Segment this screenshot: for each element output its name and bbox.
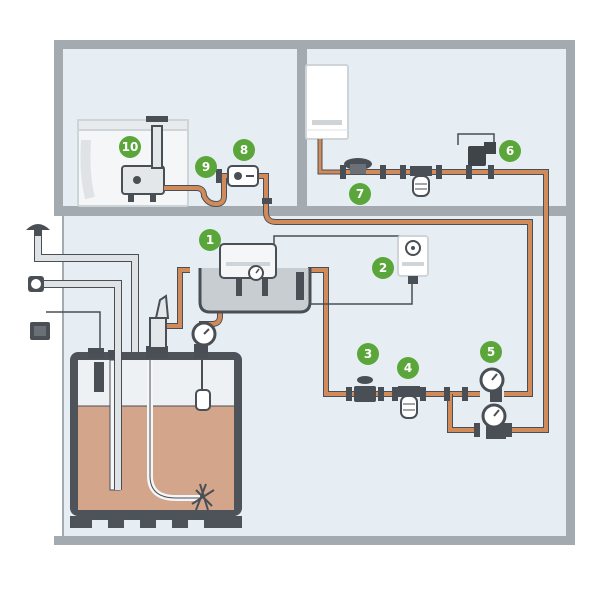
badge-vent-hose: 9 [195, 156, 217, 178]
badge-circle [372, 257, 394, 279]
badge-circle [233, 139, 255, 161]
badge-circle [199, 229, 221, 251]
pressure-gauge [481, 403, 507, 439]
badge-circle [349, 183, 371, 205]
pressure-regulator [344, 158, 372, 174]
fill-coupling [28, 276, 44, 292]
tank-top-fittings [88, 294, 217, 358]
room-upper-right [307, 49, 566, 206]
badge-number: 10 [122, 140, 139, 154]
badge-layer: 1 2 3 4 5 6 7 8 9 10 [119, 136, 521, 379]
badge-number: 6 [506, 144, 514, 158]
badge-circle [499, 140, 521, 162]
badge-fuel-deaerator: 1 [199, 229, 221, 251]
badge-circle [480, 341, 502, 363]
badge-oil-pump-unit: 10 [119, 136, 141, 158]
oil-filter-upper [410, 166, 432, 197]
fill-and-vent-pipes [34, 230, 139, 490]
leak-detector-alarm [397, 235, 429, 284]
badge-shutoff-valve: 3 [357, 343, 379, 365]
pipe-fittings [216, 165, 512, 437]
oil-filter [398, 386, 420, 419]
basement-left-wall-gap [40, 216, 64, 536]
oil-pump-unit [77, 116, 189, 207]
solenoid-valve [468, 142, 496, 166]
badge-circle [119, 136, 141, 158]
badge-solenoid-valve: 6 [499, 140, 521, 162]
badge-vacuum-gauge: 5 [480, 341, 502, 363]
shutoff-valve [354, 376, 376, 402]
wall-boiler [305, 64, 349, 175]
badge-number: 7 [356, 187, 364, 201]
badge-circle [357, 343, 379, 365]
badge-number: 8 [240, 143, 248, 157]
badge-number: 2 [379, 261, 387, 275]
badge-number: 3 [364, 347, 372, 361]
vent-cap [26, 224, 50, 236]
fuel-deaerator [198, 243, 312, 314]
badge-leak-detector-alarm: 2 [372, 257, 394, 279]
vacuum-gauge [479, 367, 505, 402]
badge-number: 5 [487, 345, 495, 359]
oil-tank [70, 352, 242, 528]
badge-number: 9 [202, 160, 210, 174]
suction-strainer [191, 483, 215, 511]
badge-number: 1 [206, 233, 214, 247]
overfill-alarm [30, 322, 50, 340]
badge-circle [397, 357, 419, 379]
badge-oil-filter: 4 [397, 357, 419, 379]
badge-remote-control-unit: 8 [233, 139, 255, 161]
badge-pressure-regulator: 7 [349, 183, 371, 205]
badge-circle [195, 156, 217, 178]
badge-number: 4 [404, 361, 412, 375]
remote-control-unit [227, 165, 259, 187]
